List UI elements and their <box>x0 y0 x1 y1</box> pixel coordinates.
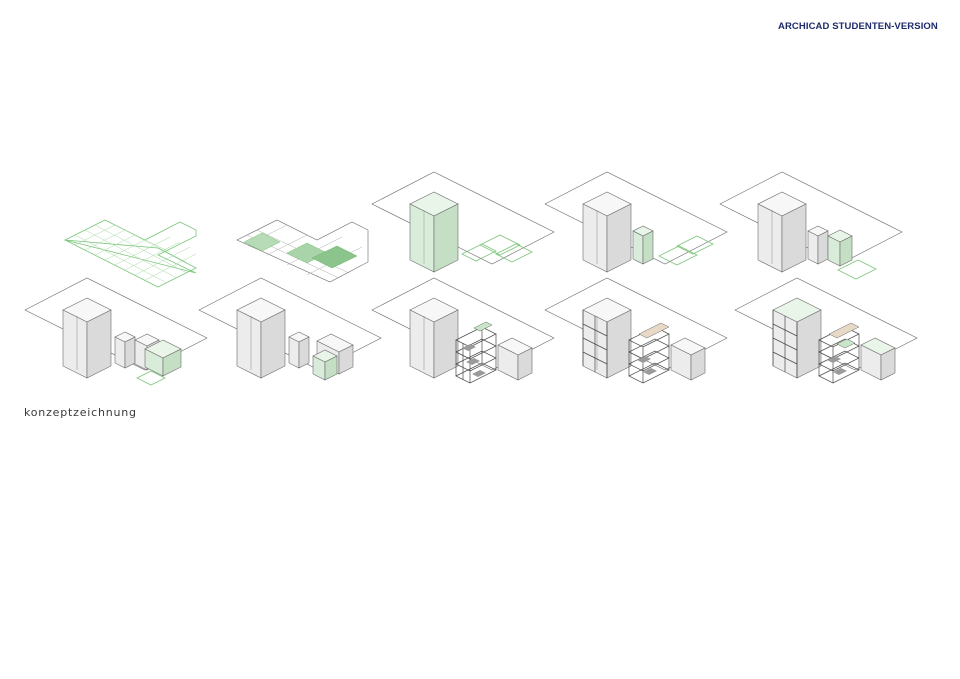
diagram-caption: konzeptzeichnung <box>24 406 137 419</box>
diagram-step-9 <box>544 277 728 384</box>
diagram-step-4 <box>544 171 728 273</box>
diagram-step-3 <box>371 171 555 273</box>
watermark-text: ARCHICAD STUDENTEN-VERSION <box>778 21 938 32</box>
diagram-step-1 <box>63 219 197 288</box>
diagram-step-10 <box>734 277 918 384</box>
diagram-step-5 <box>719 171 903 280</box>
diagram-step-7 <box>198 277 382 381</box>
diagram-step-2 <box>236 219 369 283</box>
diagram-step-6 <box>24 277 208 386</box>
diagram-step-8 <box>371 277 555 384</box>
